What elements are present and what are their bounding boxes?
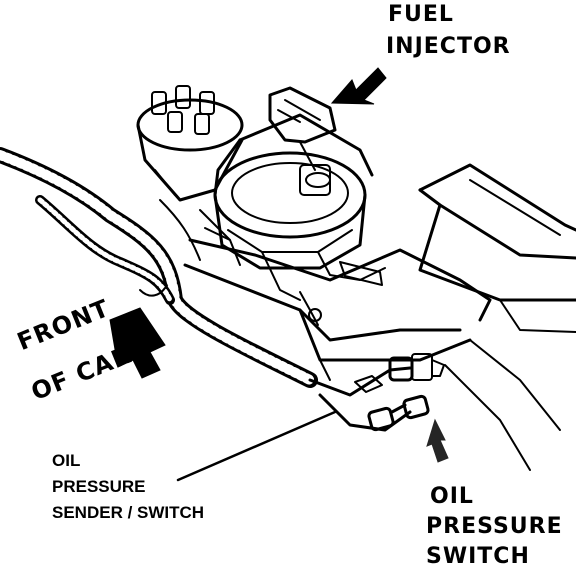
fuel-injector-arrow — [330, 67, 387, 105]
oil-switch-label-line3: SWITCH — [426, 544, 530, 569]
fuel-injector-connector — [268, 86, 337, 171]
throttle-body — [213, 113, 386, 326]
oil-switch-arrow — [426, 418, 449, 463]
oil-switch-label-line1: OIL — [430, 484, 474, 509]
wiring-harness — [0, 147, 412, 432]
front-of-car-arrow — [109, 307, 166, 379]
intake-manifold — [183, 238, 561, 471]
oil-sender-label-line3: SENDER / SWITCH — [52, 503, 205, 522]
distributor-cap — [136, 85, 244, 202]
fuel-injector-label-line1: FUEL — [388, 2, 454, 27]
fuel-injector-label-line2: INJECTOR — [386, 34, 511, 59]
oil-sensors — [354, 353, 445, 432]
oil-switch-label-line2: PRESSURE — [426, 514, 563, 539]
oil-sender-label-line1: OIL — [52, 451, 81, 470]
valve-cover — [418, 163, 576, 333]
oil-sender-label-line2: PRESSURE — [52, 477, 146, 496]
sender-leader-line — [176, 410, 337, 482]
